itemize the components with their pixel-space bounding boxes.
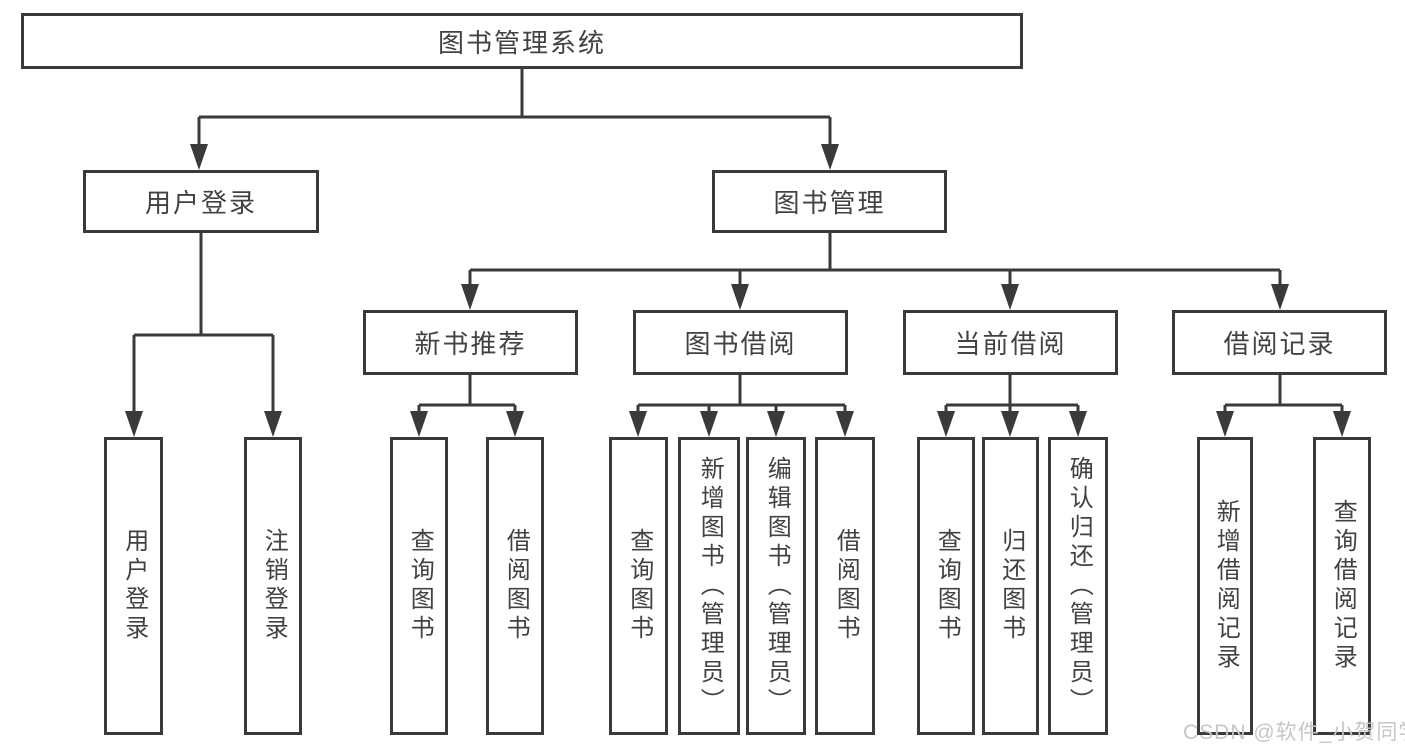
leaf-logout-label: 注销登录 [260,528,288,644]
connector-book-mgmt-to-level3 [468,233,1282,306]
leaf-borrow-query-label: 查询图书 [625,528,653,644]
csdn-watermark: CSDN @软件_小贺同学 [1183,721,1405,744]
node-user-login: 用户登录 [83,170,319,233]
node-borrow-records-label: 借阅记录 [1223,329,1336,359]
connector-new-book-children [417,375,517,433]
leaf-borrow-add-admin-label: 新增图书（管理员） [696,455,724,717]
node-new-book-recommend-label: 新书推荐 [414,329,527,359]
node-book-management: 图书管理 [712,170,947,233]
leaf-user-login-label: 用户登录 [120,528,148,644]
node-book-management-label: 图书管理 [773,188,886,218]
leaf-current-query: 查询图书 [917,437,975,735]
leaf-borrow-edit-admin: 编辑图书（管理员） [746,437,806,735]
node-current-borrow-label: 当前借阅 [954,329,1067,359]
leaf-records-query: 查询借阅记录 [1313,437,1371,735]
node-user-login-label: 用户登录 [144,188,257,218]
node-library-system: 图书管理系统 [21,13,1023,69]
node-current-borrow: 当前借阅 [903,310,1118,375]
connector-borrow-records-children [1223,375,1344,433]
leaf-borrow-edit-admin-label: 编辑图书（管理员） [763,455,791,717]
connector-user-login-children [132,233,275,433]
leaf-borrow-query: 查询图书 [609,437,668,735]
leaf-logout: 注销登录 [244,437,302,735]
node-library-system-label: 图书管理系统 [437,27,606,58]
leaf-records-add-label: 新增借阅记录 [1212,499,1240,673]
leaf-current-return: 归还图书 [982,437,1039,735]
leaf-borrow-borrow-label: 借阅图书 [832,528,860,644]
leaf-records-query-label: 查询借阅记录 [1329,499,1357,673]
leaf-records-add: 新增借阅记录 [1197,437,1253,735]
leaf-newbook-query: 查询图书 [390,437,448,735]
leaf-current-query-label: 查询图书 [933,528,961,644]
node-borrow-records: 借阅记录 [1172,310,1387,375]
leaf-current-confirm-admin-label: 确认归还（管理员） [1065,455,1093,717]
leaf-current-return-label: 归还图书 [997,528,1025,644]
leaf-current-confirm-admin: 确认归还（管理员） [1048,437,1108,735]
arrowhead-icons [125,144,1351,437]
node-new-book-recommend: 新书推荐 [363,310,578,375]
connector-book-borrow-children [636,375,847,433]
connector-root-to-level2 [197,69,832,166]
leaf-user-login: 用户登录 [104,437,163,735]
node-book-borrow: 图书借阅 [633,310,848,375]
leaf-borrow-add-admin: 新增图书（管理员） [678,437,740,735]
node-book-borrow-label: 图书借阅 [684,329,797,359]
leaf-newbook-borrow: 借阅图书 [486,437,544,735]
leaf-newbook-query-label: 查询图书 [406,528,434,644]
leaf-newbook-borrow-label: 借阅图书 [502,528,530,644]
leaf-borrow-borrow: 借阅图书 [815,437,875,735]
